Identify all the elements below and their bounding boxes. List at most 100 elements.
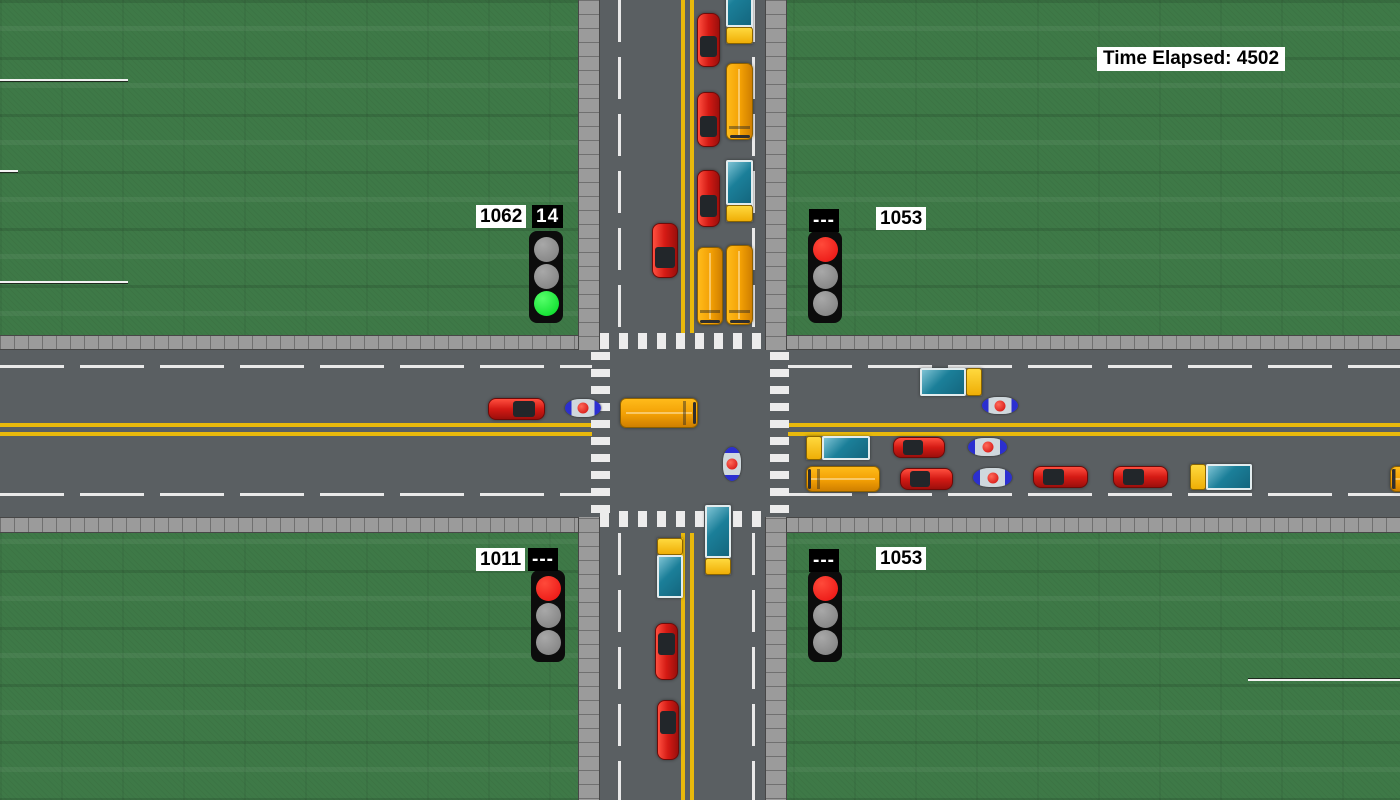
lane-line (788, 493, 1400, 496)
car-window (700, 115, 717, 137)
school-bus (726, 63, 753, 140)
red-car (657, 700, 679, 760)
traffic-light-ne[interactable] (808, 231, 842, 323)
car-window (700, 194, 717, 217)
truck-bed (726, 160, 753, 205)
bus-roofline (811, 477, 875, 480)
lane-line (0, 365, 592, 368)
school-bus (1390, 466, 1400, 492)
truck-cab (806, 436, 822, 460)
truck-cab (705, 558, 731, 575)
crosswalk-west (591, 352, 610, 514)
traffic-lamp-off (533, 264, 559, 289)
bus-roofline (1391, 477, 1400, 480)
signal-label-se-white: 1053 (876, 547, 927, 570)
motorcycle-rider-dot (577, 402, 589, 414)
cargo-truck (920, 368, 982, 396)
lane-line (0, 493, 592, 496)
time-elapsed-badge: Time Elapsed: 4502 (1097, 47, 1286, 71)
school-bus (620, 398, 698, 428)
traffic-lamp-off (535, 603, 561, 628)
signal-label-ne-white: 1053 (876, 207, 927, 230)
traffic-lamp-red (812, 237, 838, 262)
red-car (697, 92, 720, 147)
truck-cab (1190, 464, 1206, 490)
center-double-yellow-line (681, 533, 695, 800)
cargo-truck (1190, 464, 1252, 490)
motorcycle-rider-dot (726, 458, 738, 470)
signal-label-se-black: --- (809, 549, 839, 572)
traffic-lamp-off (535, 630, 561, 655)
truck-cab (966, 368, 982, 396)
cargo-truck (726, 0, 753, 44)
center-double-yellow-line (681, 0, 695, 333)
motorcycle (968, 438, 1007, 456)
lane-line (788, 365, 1400, 368)
bus-bumper (693, 401, 696, 425)
truck-bed (1206, 464, 1252, 490)
bus-bumper (700, 320, 720, 323)
motorcycle (982, 397, 1018, 414)
bus-window-stripe (699, 310, 721, 314)
bus-window-stripe (817, 468, 821, 490)
car-window (1123, 469, 1145, 485)
cargo-truck (806, 436, 870, 460)
traffic-lamp-red (535, 576, 561, 601)
bus-window-stripe (729, 310, 750, 314)
traffic-lamp-off (812, 291, 838, 316)
truck-bed (822, 436, 870, 460)
bus-bumper (1392, 469, 1395, 489)
bus-window-stripe (729, 125, 750, 129)
grass-boundary-line (1248, 678, 1400, 681)
bus-roofline (738, 250, 741, 320)
red-car (655, 623, 678, 680)
traffic-lamp-off (812, 603, 838, 628)
grass-boundary-line (0, 281, 128, 284)
red-car (1033, 466, 1088, 488)
red-car (1113, 466, 1168, 488)
traffic-light-sw[interactable] (531, 570, 565, 662)
red-car (697, 13, 720, 67)
truck-bed (657, 555, 683, 598)
lane-line (752, 0, 755, 333)
grass-boundary-line (0, 79, 128, 82)
cargo-truck (705, 505, 731, 575)
red-car (900, 468, 953, 490)
motorcycle-rider-dot (982, 441, 993, 453)
signal-label-nw-black: 14 (532, 205, 564, 228)
traffic-light-se[interactable] (808, 570, 842, 662)
motorcycle (565, 399, 601, 417)
motorcycle (723, 447, 741, 481)
center-double-yellow-line (0, 423, 592, 437)
traffic-lamp-off (812, 630, 838, 655)
cargo-truck (657, 538, 683, 598)
red-car (893, 437, 945, 458)
traffic-lamp-off (812, 264, 838, 289)
traffic-lamp-off (533, 237, 559, 262)
bus-roofline (738, 68, 741, 135)
signal-label-sw-black: --- (528, 548, 558, 571)
crosswalk-south (600, 511, 765, 527)
car-window (655, 246, 675, 268)
car-window (700, 36, 717, 58)
center-double-yellow-line (788, 423, 1400, 437)
traffic-light-nw[interactable] (529, 231, 563, 323)
lane-line (752, 533, 755, 800)
red-car (652, 223, 678, 278)
red-car (488, 398, 545, 420)
truck-cab (726, 27, 753, 44)
truck-cab (726, 205, 753, 222)
bus-bumper (729, 135, 750, 138)
truck-bed (726, 0, 753, 27)
car-window (658, 633, 675, 656)
bus-bumper (808, 469, 811, 489)
lane-line (618, 533, 621, 800)
motorcycle (973, 468, 1012, 487)
car-window (902, 439, 923, 456)
motorcycle-rider-dot (987, 472, 998, 483)
signal-label-ne-black: --- (809, 209, 839, 232)
signal-label-sw-white: 1011 (476, 548, 526, 571)
truck-bed (920, 368, 966, 396)
crosswalk-east (770, 352, 789, 514)
